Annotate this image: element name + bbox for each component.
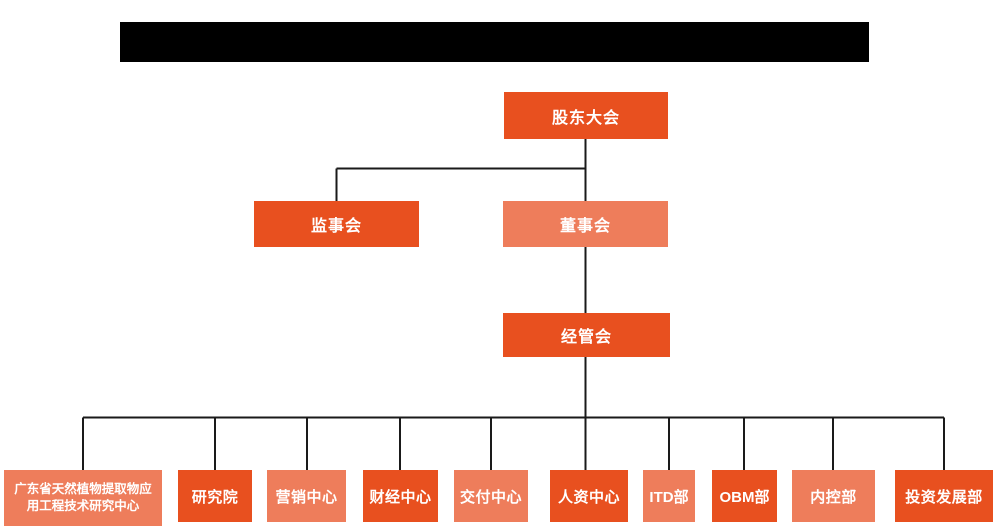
node-dept-investment-development: 投资发展部 xyxy=(895,470,993,522)
node-dept-research-center: 广东省天然植物提取物应用工程技术研究中心 xyxy=(4,470,162,526)
node-dept-hr-center: 人资中心 xyxy=(550,470,628,522)
node-dept-marketing-center: 营销中心 xyxy=(267,470,346,522)
node-dept-research-institute: 研究院 xyxy=(178,470,252,522)
node-dept-internal-control: 内控部 xyxy=(792,470,875,522)
node-dept-itd: ITD部 xyxy=(643,470,695,522)
node-dept-obm: OBM部 xyxy=(712,470,777,522)
node-supervisory-board: 监事会 xyxy=(254,201,419,247)
node-dept-delivery-center: 交付中心 xyxy=(454,470,528,522)
node-dept-finance-center: 财经中心 xyxy=(363,470,438,522)
node-management-committee: 经管会 xyxy=(503,313,670,357)
redacted-title-bar xyxy=(120,22,869,62)
node-board-of-directors: 董事会 xyxy=(503,201,668,247)
node-shareholders-meeting: 股东大会 xyxy=(504,92,668,139)
